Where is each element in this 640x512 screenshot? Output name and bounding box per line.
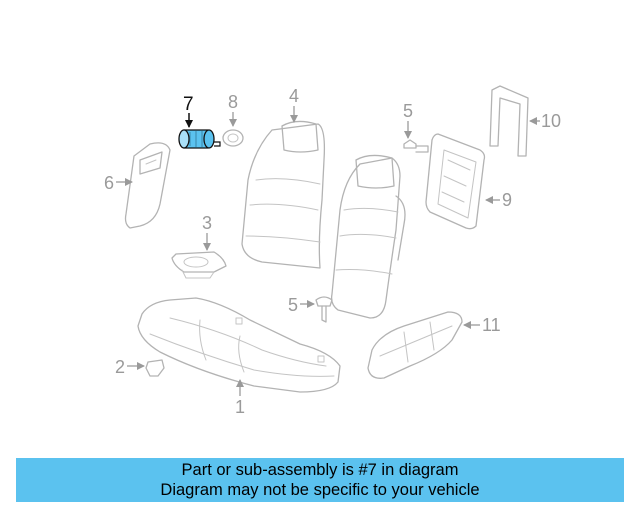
bracket [425,133,486,230]
side-trim [367,311,463,379]
seat-cushion [137,297,341,393]
part-7-face [178,129,190,149]
banner-line-disclaimer: Diagram may not be specific to your vehi… [160,481,480,499]
banner-line-part: Part or sub-assembly is #7 in diagram [181,461,459,479]
callout-10: 10 [541,111,561,131]
callout-9: 9 [502,190,512,210]
callout-5-lower: 5 [288,295,298,315]
highlighted-part-7 [178,129,221,149]
callout-1: 1 [235,397,245,417]
callout-4: 4 [289,86,299,106]
clip [145,359,165,377]
callout-5-upper: 5 [403,101,413,121]
callout-2: 2 [115,357,125,377]
side-bolster [124,142,171,229]
callout-6: 6 [104,173,114,193]
callout-11: 11 [482,315,501,335]
part-7-end-cap [203,129,215,149]
seat-back [241,120,406,319]
screw-upper [403,139,429,153]
screw-lower [315,296,333,323]
info-banner: Part or sub-assembly is #7 in diagram Di… [16,458,624,502]
callout-7: 7 [183,94,194,115]
callout-8: 8 [228,92,238,112]
ring-part [222,129,244,147]
frame [489,85,529,157]
cup-tray [171,251,227,279]
callout-3: 3 [202,213,212,233]
